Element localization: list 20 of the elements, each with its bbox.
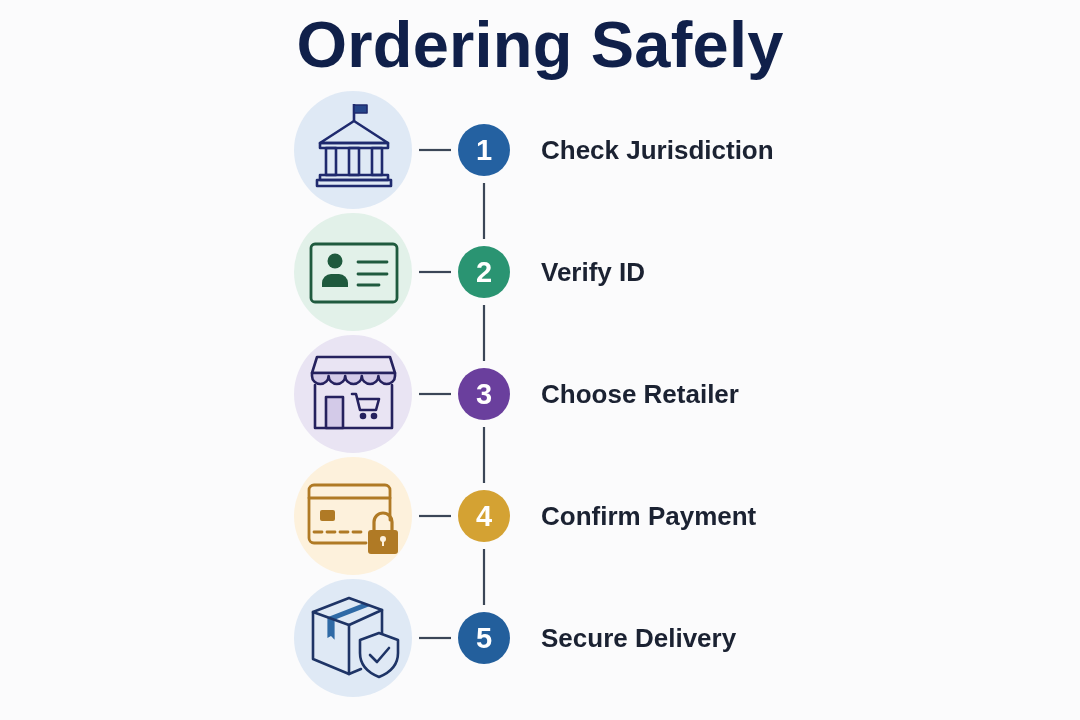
step-number: 5: [458, 612, 510, 664]
step-label: Confirm Payment: [541, 500, 757, 532]
step-label: Check Jurisdiction: [541, 134, 774, 166]
connector-line: [419, 636, 451, 640]
step-number: 2: [458, 246, 510, 298]
connector-line: [482, 549, 486, 605]
connector-line: [482, 183, 486, 239]
connector-line: [482, 427, 486, 483]
connector-line: [419, 392, 451, 396]
connector-line: [419, 148, 451, 152]
connector-line: [419, 514, 451, 518]
step-number: 4: [458, 490, 510, 542]
connector-line: [419, 270, 451, 274]
step-label: Verify ID: [541, 256, 646, 288]
step-label: Choose Retailer: [541, 378, 739, 410]
step-number: 3: [458, 368, 510, 420]
connector-line: [482, 305, 486, 361]
title: Ordering Safely: [296, 7, 784, 82]
step-number: 1: [458, 124, 510, 176]
step-label: Secure Delivery: [541, 622, 737, 654]
